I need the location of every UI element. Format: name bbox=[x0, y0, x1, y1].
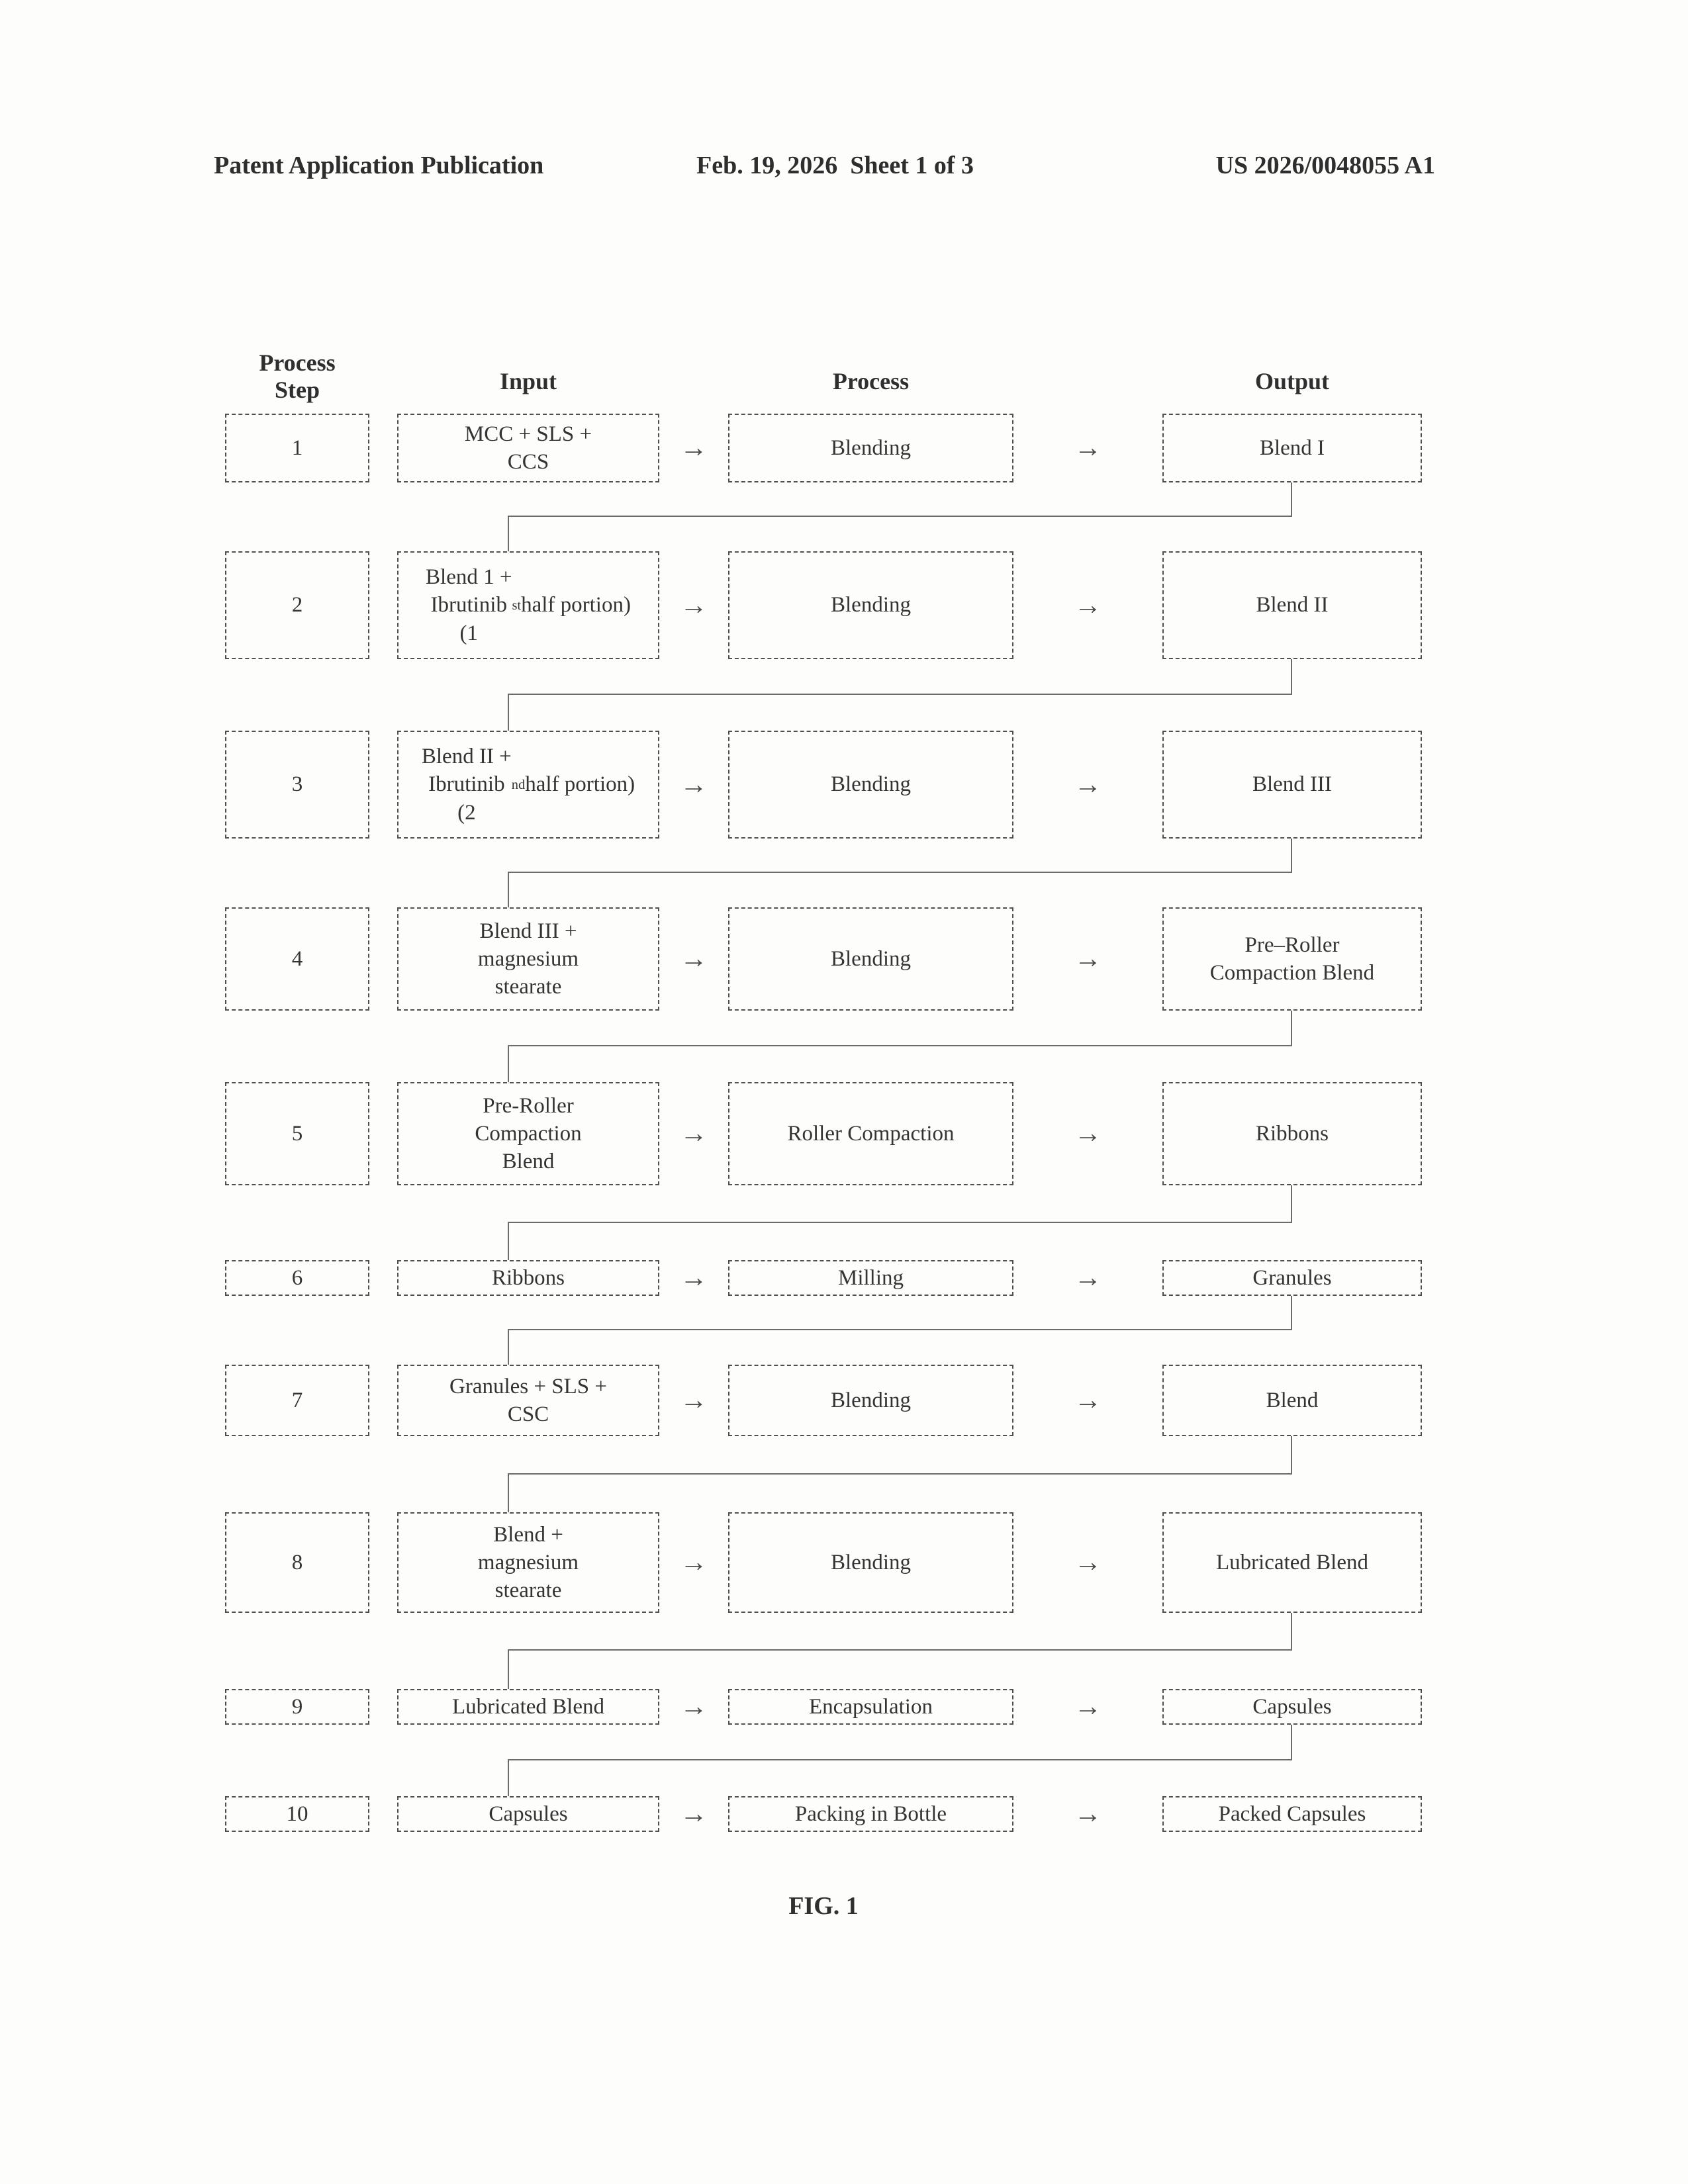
patent-header-number: US 2026/0048055 A1 bbox=[1215, 152, 1435, 179]
connector-line bbox=[508, 1613, 1292, 1651]
process-box: Blending bbox=[728, 551, 1013, 659]
input-box: Lubricated Blend bbox=[397, 1689, 659, 1725]
connector-line bbox=[508, 1760, 509, 1796]
figure-label: FIG. 1 bbox=[788, 1892, 859, 1920]
input-box: Blend + magnesium stearate bbox=[397, 1512, 659, 1613]
arrow-right-icon: → bbox=[1074, 944, 1102, 974]
connector-line bbox=[508, 659, 1292, 695]
process-box: Blending bbox=[728, 731, 1013, 839]
input-box: Ribbons bbox=[397, 1260, 659, 1296]
arrow-right-icon: → bbox=[1074, 1263, 1102, 1293]
arrow-right-icon: → bbox=[680, 1799, 708, 1829]
process-box: Blending bbox=[728, 1512, 1013, 1613]
process-row-8: 8 Blend + magnesium stearate → Blending … bbox=[0, 1512, 1688, 1613]
arrow-right-icon: → bbox=[680, 1385, 708, 1416]
arrow-right-icon: → bbox=[1074, 1799, 1102, 1829]
output-box: Blend bbox=[1162, 1365, 1422, 1436]
output-box: Blend I bbox=[1162, 414, 1422, 482]
step-number-box: 6 bbox=[225, 1260, 369, 1296]
arrow-right-icon: → bbox=[1074, 1385, 1102, 1416]
step-number-box: 1 bbox=[225, 414, 369, 482]
process-box: Milling bbox=[728, 1260, 1013, 1296]
process-row-6: 6 Ribbons → Milling → Granules bbox=[0, 1260, 1688, 1296]
output-box: Blend III bbox=[1162, 731, 1422, 839]
arrow-right-icon: → bbox=[1074, 590, 1102, 621]
output-box: Lubricated Blend bbox=[1162, 1512, 1422, 1613]
arrow-right-icon: → bbox=[680, 1118, 708, 1149]
connector-line bbox=[508, 873, 509, 907]
step-number-box: 9 bbox=[225, 1689, 369, 1725]
step-number-box: 5 bbox=[225, 1082, 369, 1185]
output-box: Capsules bbox=[1162, 1689, 1422, 1725]
process-box: Roller Compaction bbox=[728, 1082, 1013, 1185]
process-row-10: 10 Capsules → Packing in Bottle → Packed… bbox=[0, 1796, 1688, 1832]
process-row-1: 1 MCC + SLS + CCS → Blending → Blend I bbox=[0, 414, 1688, 482]
arrow-right-icon: → bbox=[680, 1547, 708, 1578]
process-box: Blending bbox=[728, 907, 1013, 1011]
connector-line bbox=[508, 839, 1292, 873]
connector-line bbox=[508, 482, 1292, 517]
process-row-7: 7 Granules + SLS + CSC → Blending → Blen… bbox=[0, 1365, 1688, 1436]
step-number-box: 4 bbox=[225, 907, 369, 1011]
patent-header-publication: Patent Application Publication bbox=[214, 152, 544, 179]
arrow-right-icon: → bbox=[680, 944, 708, 974]
process-row-5: 5 Pre-Roller Compaction Blend → Roller C… bbox=[0, 1082, 1688, 1185]
column-header-process-step: Process Step bbox=[259, 349, 336, 404]
arrow-right-icon: → bbox=[1074, 769, 1102, 800]
patent-header-date-sheet: Feb. 19, 2026 Sheet 1 of 3 bbox=[696, 152, 974, 179]
output-box: Pre–Roller Compaction Blend bbox=[1162, 907, 1422, 1011]
output-box: Ribbons bbox=[1162, 1082, 1422, 1185]
output-box: Blend II bbox=[1162, 551, 1422, 659]
step-number-box: 8 bbox=[225, 1512, 369, 1613]
process-box: Blending bbox=[728, 1365, 1013, 1436]
connector-line bbox=[508, 1436, 1292, 1475]
step-number-box: 3 bbox=[225, 731, 369, 839]
connector-line bbox=[508, 1223, 509, 1260]
process-box: Encapsulation bbox=[728, 1689, 1013, 1725]
connector-line bbox=[508, 517, 509, 551]
column-header-output: Output bbox=[1254, 368, 1330, 394]
connector-line bbox=[508, 1330, 509, 1365]
column-header-process: Process bbox=[832, 368, 910, 394]
step-number-box: 10 bbox=[225, 1796, 369, 1832]
connector-line bbox=[508, 1725, 1292, 1760]
process-row-9: 9 Lubricated Blend → Encapsulation → Cap… bbox=[0, 1689, 1688, 1725]
connector-line bbox=[508, 1651, 509, 1689]
step-number-box: 7 bbox=[225, 1365, 369, 1436]
connector-line bbox=[508, 1011, 1292, 1046]
step-number-box: 2 bbox=[225, 551, 369, 659]
input-box: Pre-Roller Compaction Blend bbox=[397, 1082, 659, 1185]
process-row-4: 4 Blend III + magnesium stearate → Blend… bbox=[0, 907, 1688, 1011]
process-box: Packing in Bottle bbox=[728, 1796, 1013, 1832]
arrow-right-icon: → bbox=[1074, 1547, 1102, 1578]
connector-line bbox=[508, 695, 509, 731]
output-box: Granules bbox=[1162, 1260, 1422, 1296]
input-box: Granules + SLS + CSC bbox=[397, 1365, 659, 1436]
arrow-right-icon: → bbox=[680, 433, 708, 463]
arrow-right-icon: → bbox=[1074, 1118, 1102, 1149]
connector-line bbox=[508, 1475, 509, 1512]
input-box: Blend III + magnesium stearate bbox=[397, 907, 659, 1011]
input-box: Capsules bbox=[397, 1796, 659, 1832]
arrow-right-icon: → bbox=[680, 769, 708, 800]
arrow-right-icon: → bbox=[680, 1692, 708, 1722]
connector-line bbox=[508, 1296, 1292, 1330]
connector-line bbox=[508, 1046, 509, 1082]
arrow-right-icon: → bbox=[680, 1263, 708, 1293]
process-box: Blending bbox=[728, 414, 1013, 482]
output-box: Packed Capsules bbox=[1162, 1796, 1422, 1832]
input-box: MCC + SLS + CCS bbox=[397, 414, 659, 482]
column-header-input: Input bbox=[499, 368, 557, 394]
arrow-right-icon: → bbox=[1074, 1692, 1102, 1722]
connector-line bbox=[508, 1185, 1292, 1223]
arrow-right-icon: → bbox=[1074, 433, 1102, 463]
arrow-right-icon: → bbox=[680, 590, 708, 621]
